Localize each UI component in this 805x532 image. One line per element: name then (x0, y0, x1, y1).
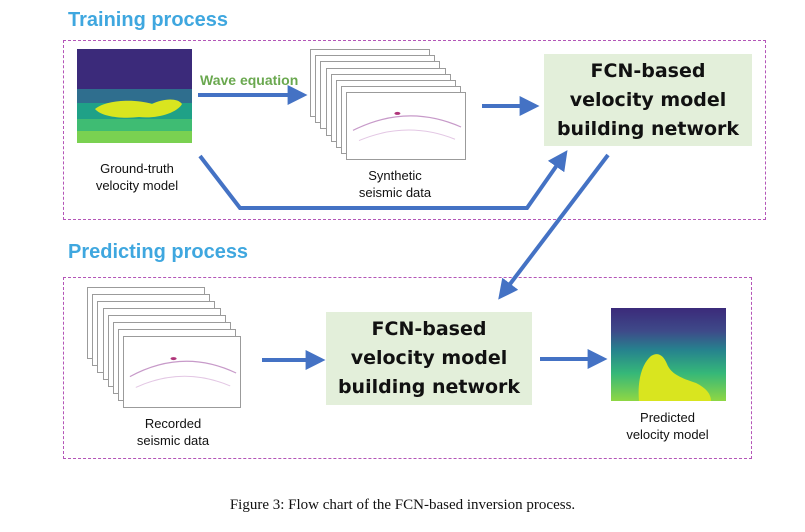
synthetic-seismic-stack (310, 49, 480, 164)
synthetic-seismic-sheet (346, 92, 467, 161)
recorded-seismic-label: Recorded seismic data (136, 416, 210, 448)
predicting-process-title: Predicting process (68, 241, 249, 263)
recorded-seismic-sheet (123, 336, 242, 408)
training-fcn-box: FCN-based velocity model building networ… (544, 54, 752, 146)
training-frame (63, 40, 766, 220)
wave-equation-label: Wave equation (200, 72, 299, 88)
arrow-trained-network (498, 153, 610, 300)
predicting-frame (63, 277, 752, 459)
recorded-seismic-stack (87, 287, 252, 412)
ground-truth-velocity-image (77, 49, 192, 143)
predicted-velocity-image (611, 308, 726, 401)
predicted-velocity-label: Predicted velocity model (626, 410, 709, 442)
synthetic-seismic-label: Synthetic seismic data (358, 168, 432, 200)
arrow-gt-to-fcn (198, 150, 568, 210)
ground-truth-label: Ground-truth velocity model (95, 161, 179, 193)
figure-caption: Figure 3: Flow chart of the FCN-based in… (229, 497, 576, 513)
predicting-fcn-box: FCN-based velocity model building networ… (326, 312, 532, 405)
training-process-title: Training process (68, 9, 229, 31)
